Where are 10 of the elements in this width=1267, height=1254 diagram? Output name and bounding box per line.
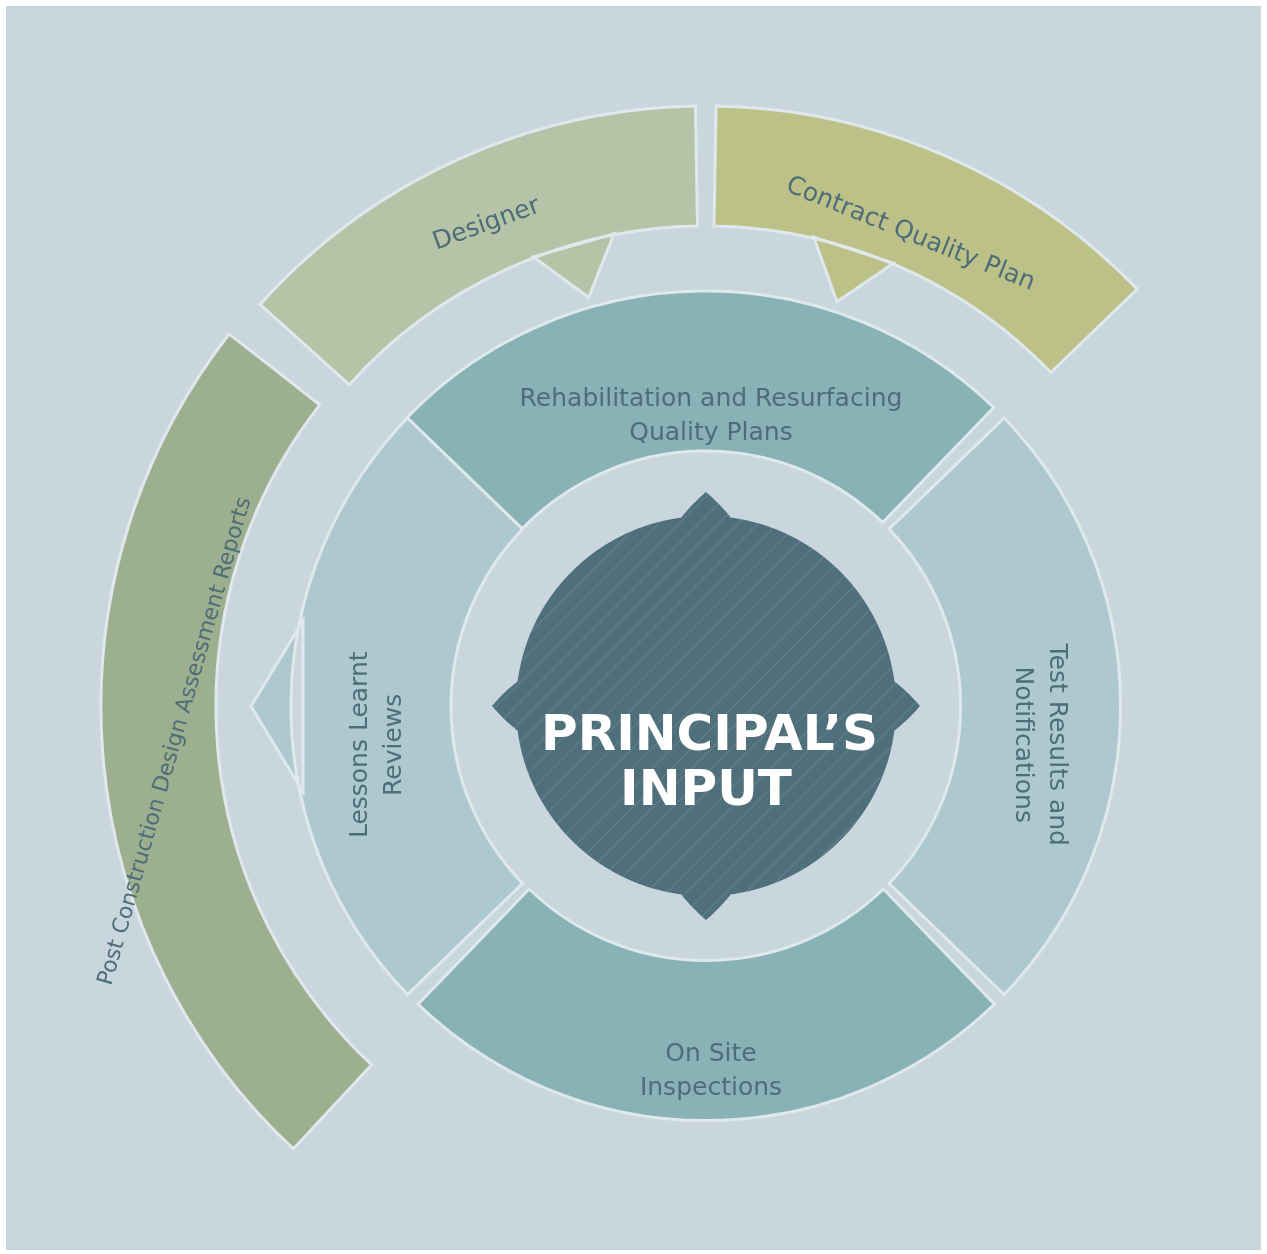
ring-segment	[417, 889, 995, 1121]
ring-segment	[251, 417, 523, 995]
segment-label: Test Results and Notifications	[1009, 642, 1074, 848]
ring-segment	[407, 291, 995, 529]
ring-segment	[714, 106, 1138, 373]
ring-segment	[260, 106, 698, 385]
ring-segment	[889, 417, 1121, 995]
segment-label: Lessons Learnt Reviews	[343, 650, 408, 841]
segment-label: Rehabilitation and Resurfacing Quality Plans	[518, 382, 904, 448]
segment-label: On Site Inspections	[638, 1037, 784, 1103]
